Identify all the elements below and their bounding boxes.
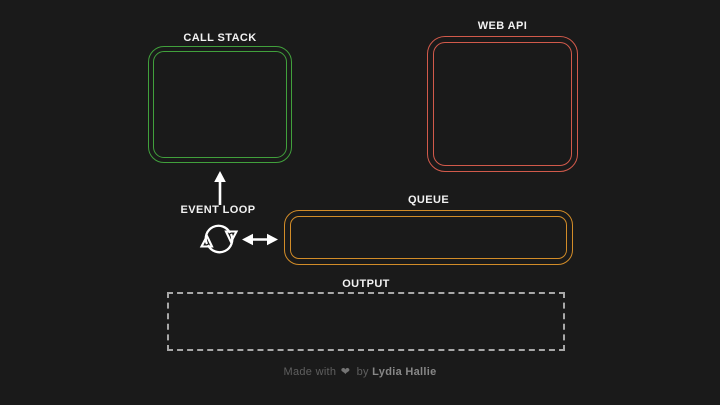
event-loop-label: EVENT LOOP: [180, 204, 256, 216]
arrow-up-icon: [214, 171, 226, 205]
output-label: OUTPUT: [342, 278, 390, 290]
footer-by: by: [356, 366, 369, 378]
queue-box: [284, 210, 573, 265]
web-api-label: WEB API: [477, 20, 528, 32]
web-api-box-inner: [433, 42, 572, 166]
heart-icon: ❤: [340, 366, 351, 378]
call-stack-box: [148, 46, 292, 163]
output-box: [167, 292, 565, 351]
sync-icon: [199, 224, 239, 254]
footer-credit: Made with ❤ by Lydia Hallie: [0, 365, 720, 378]
call-stack-label: CALL STACK: [183, 32, 257, 44]
queue-label: QUEUE: [407, 194, 450, 206]
arrow-left-right-icon: [242, 233, 278, 246]
queue-box-inner: [290, 216, 567, 259]
footer-made-with: Made with: [283, 366, 337, 378]
call-stack-box-inner: [153, 51, 287, 158]
web-api-box: [427, 36, 578, 172]
footer-author: Lydia Hallie: [372, 366, 437, 378]
